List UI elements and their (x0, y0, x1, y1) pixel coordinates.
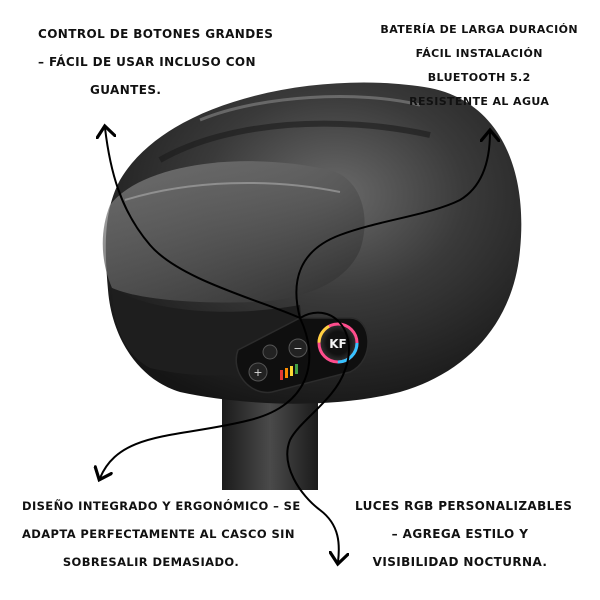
device-logo: KF (329, 337, 347, 351)
callout-line: Diseño integrado y ergonómico – se (22, 499, 301, 513)
callout-line: adapta perfectamente al casco sin (22, 527, 295, 541)
callout-line: Luces RGB personalizables (355, 499, 573, 513)
minus-button[interactable] (288, 338, 308, 358)
plus-button[interactable] (248, 362, 268, 382)
arrow-to-rgb (286, 311, 350, 562)
arrow-to-buttons (105, 128, 301, 319)
arrow-to-design (100, 317, 311, 478)
callout-features: Batería de larga duración Fácil instalac… (380, 18, 578, 114)
callout-line: Fácil instalación (415, 47, 543, 60)
callout-line: visibilidad nocturna. (372, 555, 548, 569)
plus-button-label: + (253, 366, 262, 379)
callout-line: Bluetooth 5.2 (427, 71, 531, 84)
callout-line: – Agrega estilo y (391, 527, 529, 541)
callout-design: Diseño integrado y ergonómico – se adapt… (22, 492, 301, 576)
callout-line: guantes. (90, 83, 162, 97)
helmet-visor (102, 161, 365, 303)
callout-line: Resistente al agua (409, 95, 550, 108)
intercom-device: + − KF (235, 317, 369, 394)
function-button[interactable] (262, 344, 278, 360)
callout-line: Control de botones grandes (38, 27, 274, 41)
callout-line: – Fácil de usar incluso con (38, 55, 256, 69)
arrow-to-features (295, 132, 490, 319)
callout-buttons: Control de botones grandes – Fácil de us… (38, 20, 273, 104)
callout-line: sobresalir demasiado. (62, 555, 240, 569)
callout-rgb: Luces RGB personalizables – Agrega estil… (355, 492, 573, 576)
minus-button-label: − (293, 342, 302, 355)
callout-line: Batería de larga duración (380, 23, 578, 36)
